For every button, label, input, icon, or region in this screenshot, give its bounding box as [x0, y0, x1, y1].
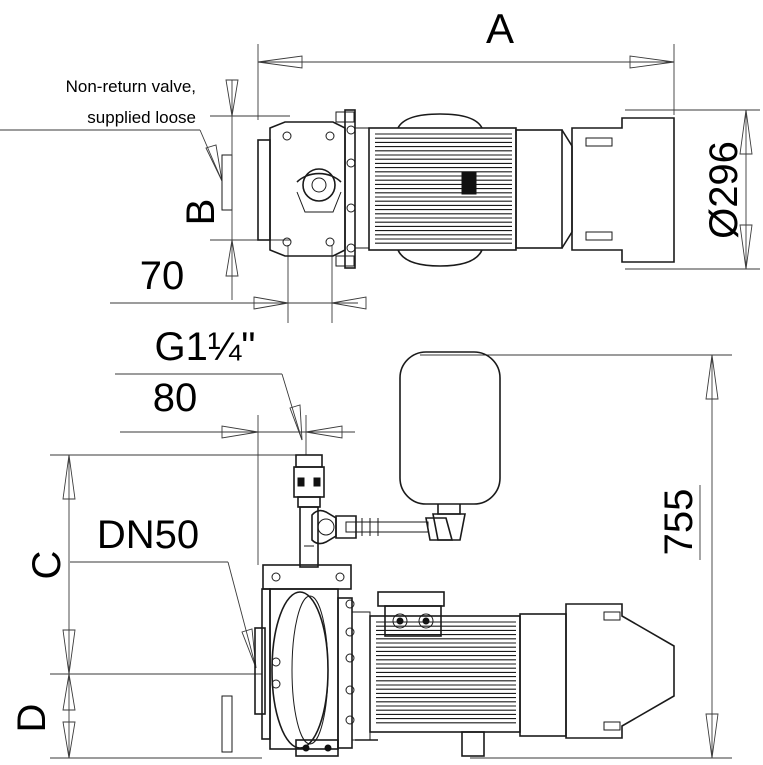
- flange-label: DN50: [97, 513, 199, 557]
- dim-296-label: Ø296: [702, 141, 746, 239]
- cooling-fins-top: [375, 133, 512, 244]
- pump-casing-top: [257, 109, 370, 269]
- top-view: A Ø296 Non-return valve, supplied loose: [0, 5, 760, 323]
- thread-callout: G1¼": [115, 325, 303, 441]
- valve-callout: Non-return valve, supplied loose: [0, 77, 233, 211]
- dim-a-label: A: [486, 5, 514, 52]
- dim-c-label: C: [25, 551, 69, 580]
- dim-d-label: D: [10, 704, 54, 733]
- pump-casing-front: [254, 564, 378, 757]
- thread-label: G1¼": [155, 325, 256, 369]
- dimension-diameter: Ø296: [625, 109, 760, 270]
- dimension-c: C: [25, 454, 298, 675]
- dn50-callout: DN50: [70, 513, 257, 753]
- dimension-80: 80: [120, 376, 355, 565]
- valve-label-line2: supplied loose: [87, 108, 196, 127]
- motor-top: [368, 113, 675, 267]
- discharge-pipe: [293, 454, 337, 568]
- valve-label-line1: Non-return valve,: [66, 77, 196, 96]
- dim-b-label: B: [179, 199, 223, 226]
- dim-755-label: 755: [657, 489, 701, 556]
- dimension-a: A: [257, 5, 675, 120]
- dimension-70: 70: [110, 245, 367, 323]
- dimension-d: D: [10, 673, 262, 759]
- pressure-vessel: [335, 351, 501, 541]
- front-view: G1¼" 80 C D: [10, 325, 732, 759]
- motor-front: [369, 591, 675, 757]
- cooling-fins-front: [376, 621, 516, 724]
- dim-80-label: 80: [153, 376, 198, 420]
- dimension-755: 755: [420, 354, 732, 759]
- dim-70-label: 70: [140, 254, 185, 298]
- dimension-b: B: [179, 79, 290, 300]
